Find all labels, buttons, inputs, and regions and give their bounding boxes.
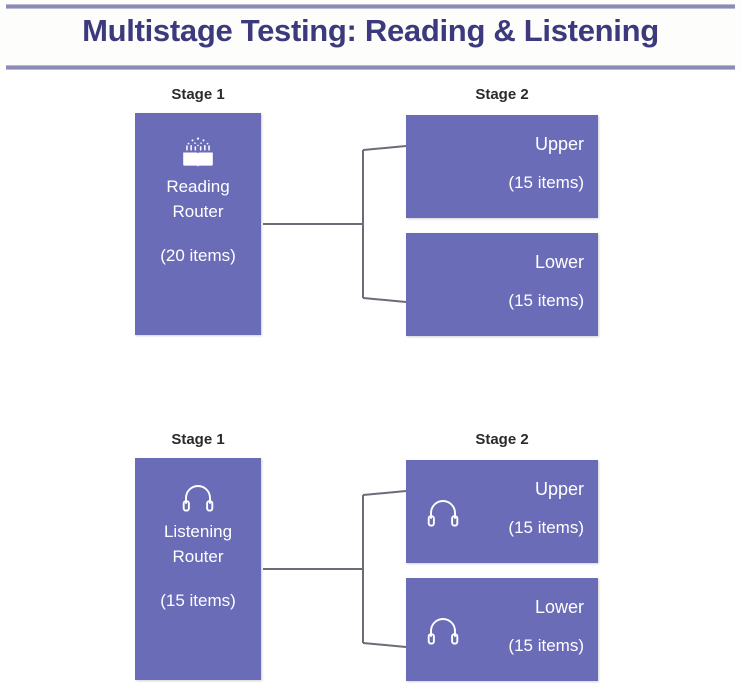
connector-lines-listening [263,490,407,648]
page-title: Multistage Testing: Reading & Listening [82,13,659,48]
title-rule-top [6,4,735,9]
listening-upper-name: Upper [534,479,584,499]
stage-1-label: Stage 1 [171,431,225,448]
reading-router-items: (20 items) [160,246,236,265]
reading-lower-box[interactable]: Lower (15 items) [406,233,598,336]
reading-lower-text: Lower (15 items) [508,251,584,311]
reading-lower-name: Lower [534,252,584,272]
headphones-icon [426,616,460,646]
listening-lower-box[interactable]: Lower (15 items) [406,578,598,681]
listening-lower-items: (15 items) [508,636,584,655]
reading-upper-box[interactable]: Upper (15 items) [406,115,598,218]
listening-upper-text: Upper (15 items) [508,478,584,538]
listening-lower-text: Lower (15 items) [508,596,584,656]
open-book-sparkles-icon [180,136,216,170]
stage-2-label: Stage 2 [475,86,529,103]
listening-router-items: (15 items) [160,591,236,610]
stage-1-label: Stage 1 [171,86,225,103]
listening-upper-items: (15 items) [508,518,584,537]
listening-router-name-line2: Router [172,547,224,566]
diagram-listening: Stage 1 Stage 2 Listening Router (15 ite… [0,425,741,683]
listening-upper-box[interactable]: Upper (15 items) [406,460,598,563]
reading-lower-items: (15 items) [508,291,584,310]
diagram-reading: Stage 1 Stage 2 [0,80,741,342]
reading-upper-text: Upper (15 items) [508,133,584,193]
stage-2-label: Stage 2 [475,431,529,448]
title-banner: Multistage Testing: Reading & Listening [0,0,741,72]
title-rule-bottom [6,65,735,70]
headphones-icon [182,481,214,515]
listening-router-box[interactable]: Listening Router (15 items) [135,458,261,680]
reading-router-box[interactable]: Reading Router (20 items) [135,113,261,335]
reading-router-name-line2: Router [172,202,224,221]
reading-upper-name: Upper [534,134,584,154]
listening-router-name-line1: Listening [163,522,233,541]
reading-router-name: Reading Router [166,174,229,224]
reading-router-name-line1: Reading [166,177,230,196]
listening-router-name: Listening Router [164,519,232,569]
connector-lines-reading [263,145,407,303]
headphones-icon [426,498,460,528]
reading-upper-items: (15 items) [508,173,584,192]
listening-lower-name: Lower [534,597,584,617]
